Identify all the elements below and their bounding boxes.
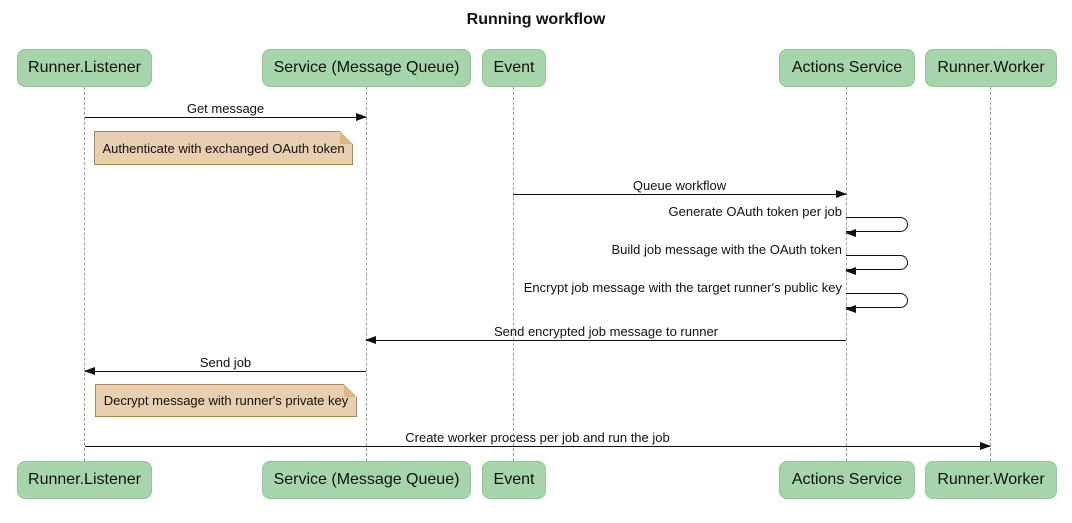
- message-label-queue-workflow: Queue workflow: [632, 178, 727, 193]
- message-label-build-job-message: Build job message with the OAuth token: [611, 242, 842, 257]
- actor-bottom-runner-worker: Runner.Worker: [925, 461, 1057, 499]
- lifeline-runner-worker: [990, 87, 991, 461]
- message-arrow-send-job: [84, 367, 366, 375]
- message-label-create-worker-process: Create worker process per job and run th…: [405, 430, 670, 445]
- actor-top-event: Event: [482, 49, 546, 87]
- actor-top-service-message-queue: Service (Message Queue): [262, 49, 471, 87]
- actor-bottom-service-message-queue: Service (Message Queue): [262, 461, 471, 499]
- message-label-encrypt-job-message: Encrypt job message with the target runn…: [523, 280, 842, 295]
- actor-bottom-actions-service: Actions Service: [779, 461, 915, 499]
- message-label-get-message: Get message: [186, 101, 265, 116]
- note-decrypt-private-key: Decrypt message with runner's private ke…: [95, 384, 357, 417]
- message-label-send-job: Send job: [199, 355, 252, 370]
- lifeline-service-message-queue: [366, 87, 367, 461]
- self-loop-arrow-build-job-message: [845, 255, 908, 275]
- actor-top-runner-listener: Runner.Listener: [17, 49, 152, 87]
- message-label-generate-oauth-token: Generate OAuth token per job: [668, 204, 842, 219]
- actor-bottom-event: Event: [482, 461, 546, 499]
- actor-top-actions-service: Actions Service: [779, 49, 915, 87]
- lifeline-event: [513, 87, 514, 461]
- message-arrow-queue-workflow: [513, 190, 847, 198]
- self-loop-arrow-generate-oauth-token: [845, 217, 908, 237]
- message-arrow-get-message: [85, 113, 367, 121]
- lifeline-runner-listener: [84, 87, 85, 461]
- actor-bottom-runner-listener: Runner.Listener: [17, 461, 152, 499]
- self-loop-arrow-encrypt-job-message: [845, 293, 908, 313]
- message-label-send-encrypted-job-message: Send encrypted job message to runner: [493, 324, 719, 339]
- message-arrow-create-worker-process: [85, 442, 991, 450]
- actor-top-runner-worker: Runner.Worker: [925, 49, 1057, 87]
- note-authenticate-oauth: Authenticate with exchanged OAuth token: [94, 131, 353, 165]
- message-arrow-send-encrypted-job-message: [365, 336, 846, 344]
- diagram-title: Running workflow: [466, 11, 606, 28]
